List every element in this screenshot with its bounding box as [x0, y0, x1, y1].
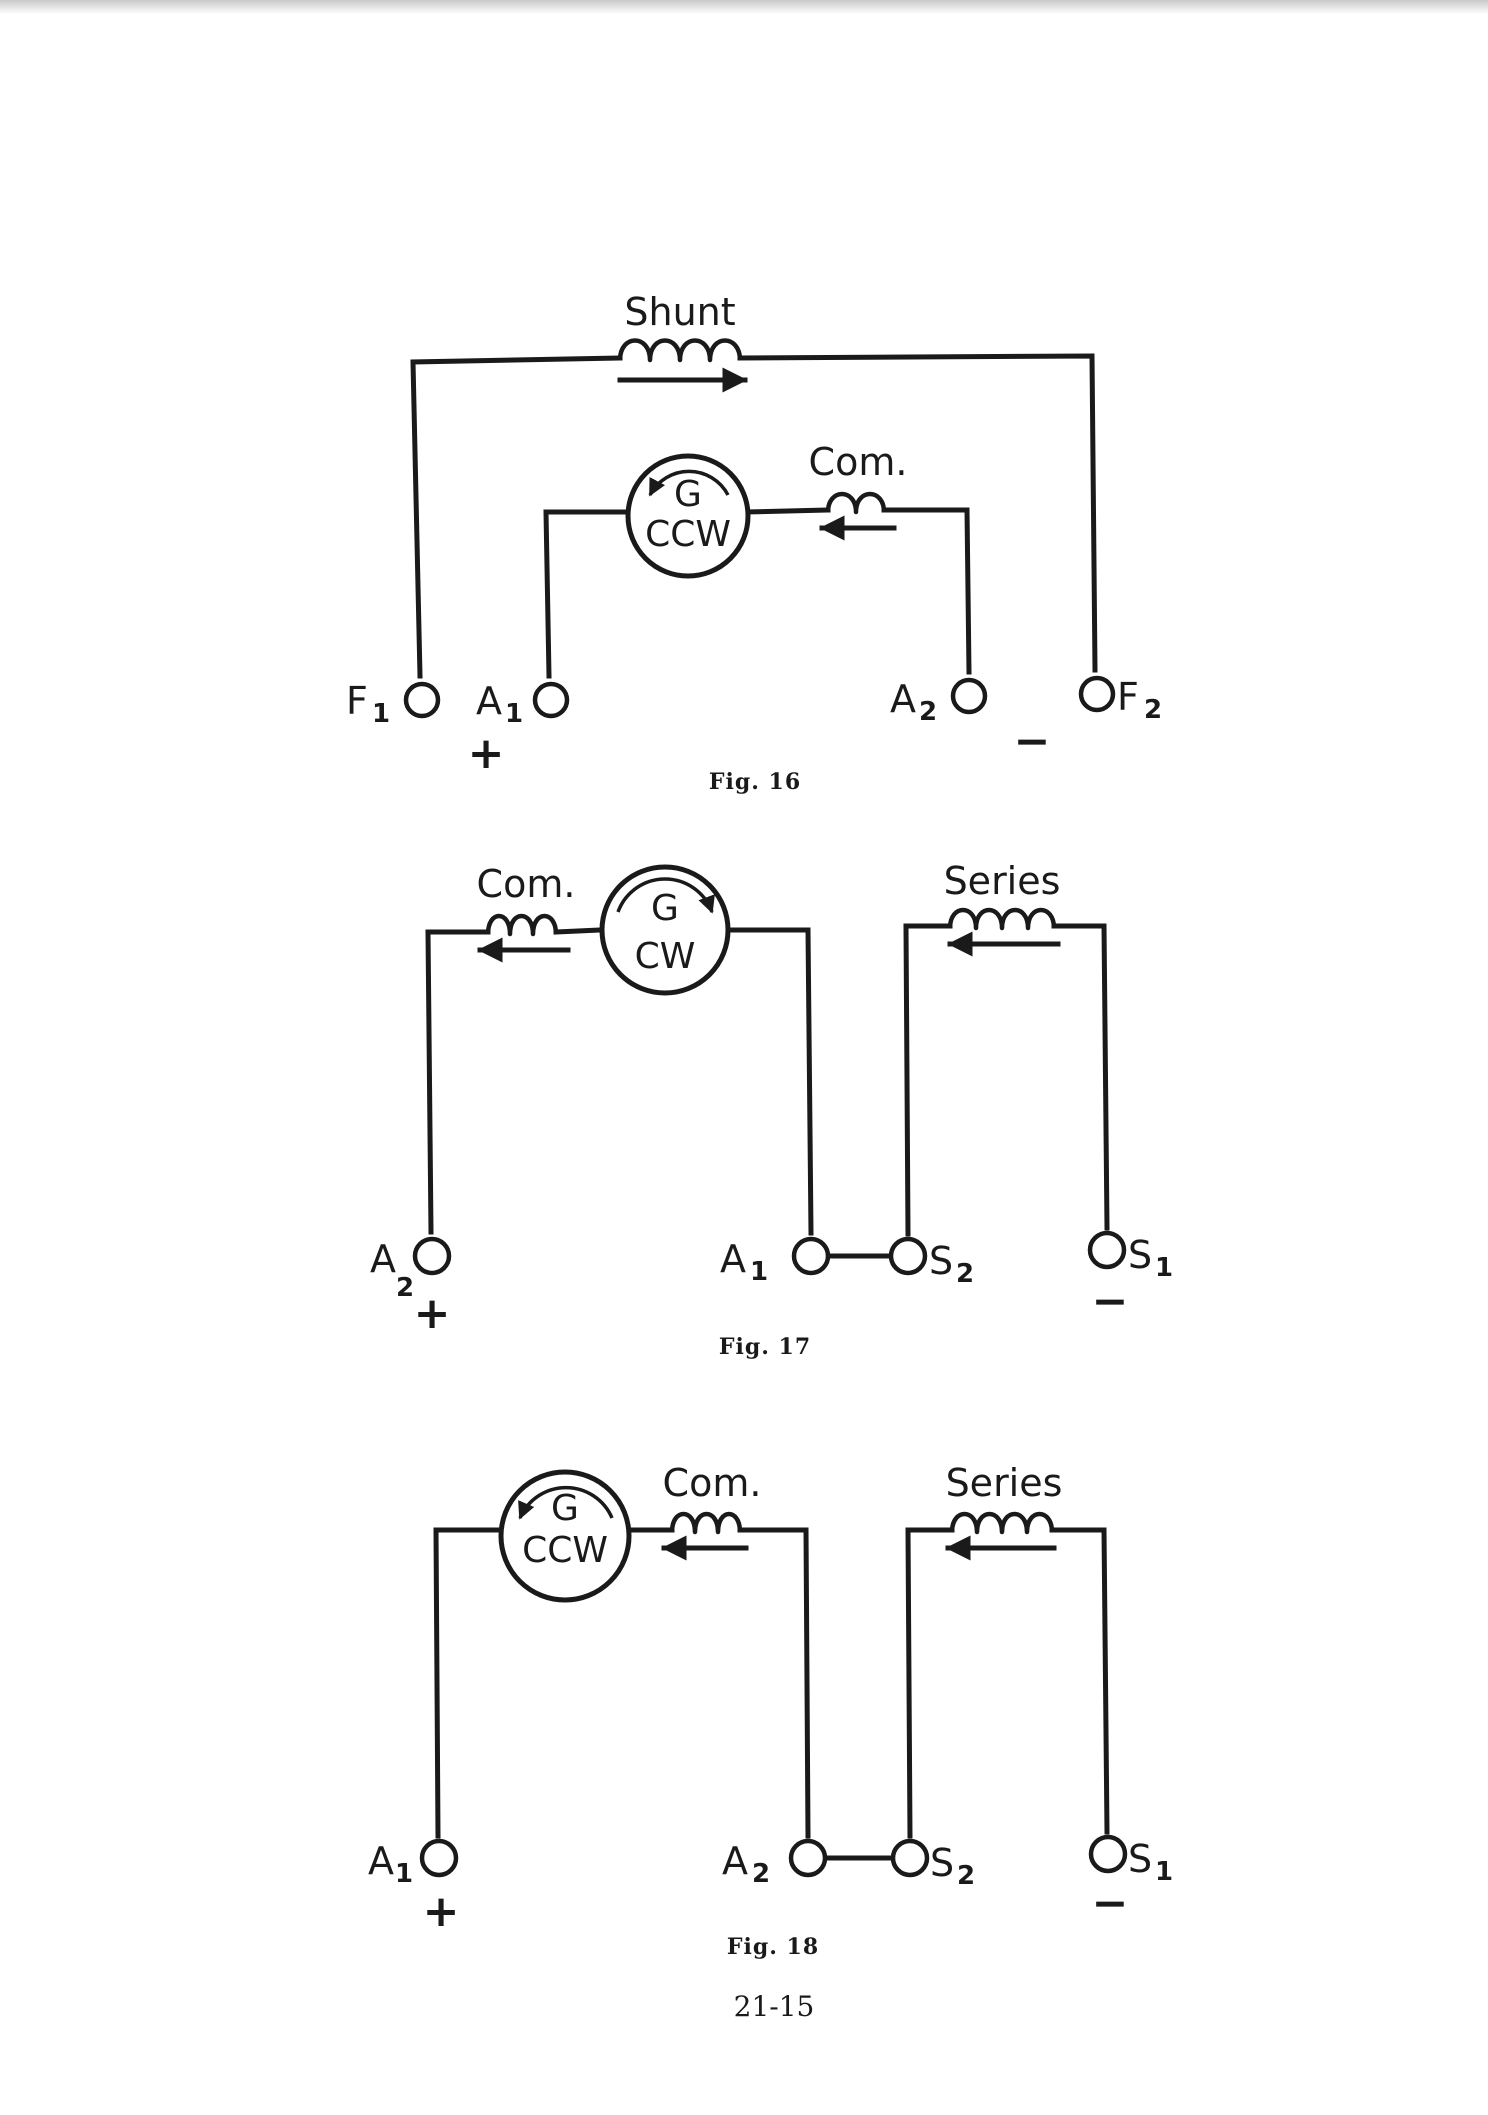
terminal-S1-label: S	[1128, 1837, 1152, 1881]
commutating-coil	[825, 491, 887, 515]
page-number: 21-15	[734, 1990, 815, 2023]
generator-letter: G	[551, 1488, 579, 1529]
terminal-A1-sub: 1	[505, 699, 523, 729]
com-label: Com.	[477, 862, 576, 906]
terminal-A2-sub: 2	[752, 1859, 770, 1889]
negative-sign: −	[1014, 716, 1051, 767]
terminal-S2	[890, 1838, 930, 1878]
armature-right-wire	[725, 927, 814, 1236]
series-label: Series	[944, 859, 1061, 903]
com-label: Com.	[663, 1461, 762, 1505]
scan-edge	[0, 0, 1488, 14]
terminal-F1-label: F	[346, 679, 368, 723]
terminal-S2-label: S	[929, 1239, 953, 1283]
armature-right-wire	[626, 1527, 811, 1839]
figure-16-caption: Fig. 16	[709, 769, 801, 795]
figure-17-caption: Fig. 17	[719, 1334, 811, 1360]
terminal-A2-label: A	[890, 677, 916, 721]
terminal-A1-sub: 1	[395, 1859, 413, 1889]
terminal-A1	[791, 1236, 831, 1276]
rotation-arc	[648, 469, 730, 497]
terminal-S1-label: S	[1128, 1233, 1152, 1277]
terminal-F2-label: F	[1117, 675, 1139, 719]
terminal-S2-label: S	[930, 1841, 954, 1885]
terminal-F2	[1078, 675, 1116, 713]
terminal-A2	[950, 677, 988, 715]
terminal-F1	[403, 681, 441, 719]
series-label: Series	[946, 1461, 1063, 1505]
terminal-A1-sub: 1	[750, 1257, 768, 1287]
terminal-A1-label: A	[476, 679, 502, 723]
negative-sign: −	[1092, 1878, 1129, 1929]
positive-sign: +	[414, 1288, 451, 1339]
terminal-F2-sub: 2	[1144, 695, 1162, 725]
terminal-S2-sub: 2	[957, 1861, 975, 1891]
terminal-A1-label: A	[368, 1839, 394, 1883]
terminal-F1-sub: 1	[372, 699, 390, 729]
terminal-A1	[419, 1838, 459, 1878]
terminal-S1	[1087, 1230, 1127, 1270]
shunt-circuit-wire	[410, 353, 1098, 679]
terminal-S1-sub: 1	[1155, 1253, 1173, 1283]
negative-sign: −	[1092, 1276, 1129, 1327]
terminal-S2	[888, 1236, 928, 1276]
shunt-label: Shunt	[624, 290, 735, 334]
rotation-direction: CCW	[522, 1530, 608, 1571]
armature-left-wire	[425, 927, 603, 1235]
armature-circuit-wire	[543, 507, 972, 679]
terminal-A2-sub: 2	[919, 697, 937, 727]
terminal-A2-label: A	[370, 1237, 396, 1281]
terminal-A2	[788, 1838, 828, 1878]
figure-17: Com. G CW Series A 2 A 1 S 2 S 1 + − Fig…	[370, 859, 1173, 1360]
terminal-A1	[532, 681, 570, 719]
rotation-arc	[518, 1485, 614, 1520]
armature-left-wire	[433, 1527, 503, 1839]
rotation-direction: CCW	[645, 514, 731, 555]
series-circuit-wire	[903, 923, 1110, 1237]
terminal-A2-sub: 2	[396, 1273, 414, 1303]
positive-sign: +	[423, 1886, 460, 1937]
terminal-S1-sub: 1	[1155, 1857, 1173, 1887]
terminal-A1-label: A	[720, 1237, 746, 1281]
commutating-coil	[669, 1511, 743, 1535]
shunt-coil	[617, 338, 743, 363]
rotation-direction: CW	[635, 936, 696, 977]
figure-18-caption: Fig. 18	[727, 1934, 819, 1960]
series-circuit-wire	[905, 1527, 1110, 1839]
terminal-S1	[1088, 1834, 1128, 1874]
rotation-arc	[616, 877, 715, 914]
generator-letter: G	[651, 888, 679, 929]
commutating-coil	[485, 913, 559, 937]
series-coil	[949, 1511, 1055, 1535]
figure-16: Shunt Com. G CCW F 1 A 1 A 2 F 2 + − Fig…	[346, 290, 1162, 795]
positive-sign: +	[468, 728, 505, 779]
terminal-A2	[412, 1236, 452, 1276]
generator-letter: G	[674, 474, 702, 515]
terminal-S2-sub: 2	[956, 1259, 974, 1289]
com-label: Com.	[809, 440, 908, 484]
series-coil	[947, 907, 1057, 931]
terminal-A2-label: A	[722, 1839, 748, 1883]
figure-18: G CCW Com. Series A 1 A 2 S 2 S 1 + − Fi…	[368, 1461, 1173, 1960]
